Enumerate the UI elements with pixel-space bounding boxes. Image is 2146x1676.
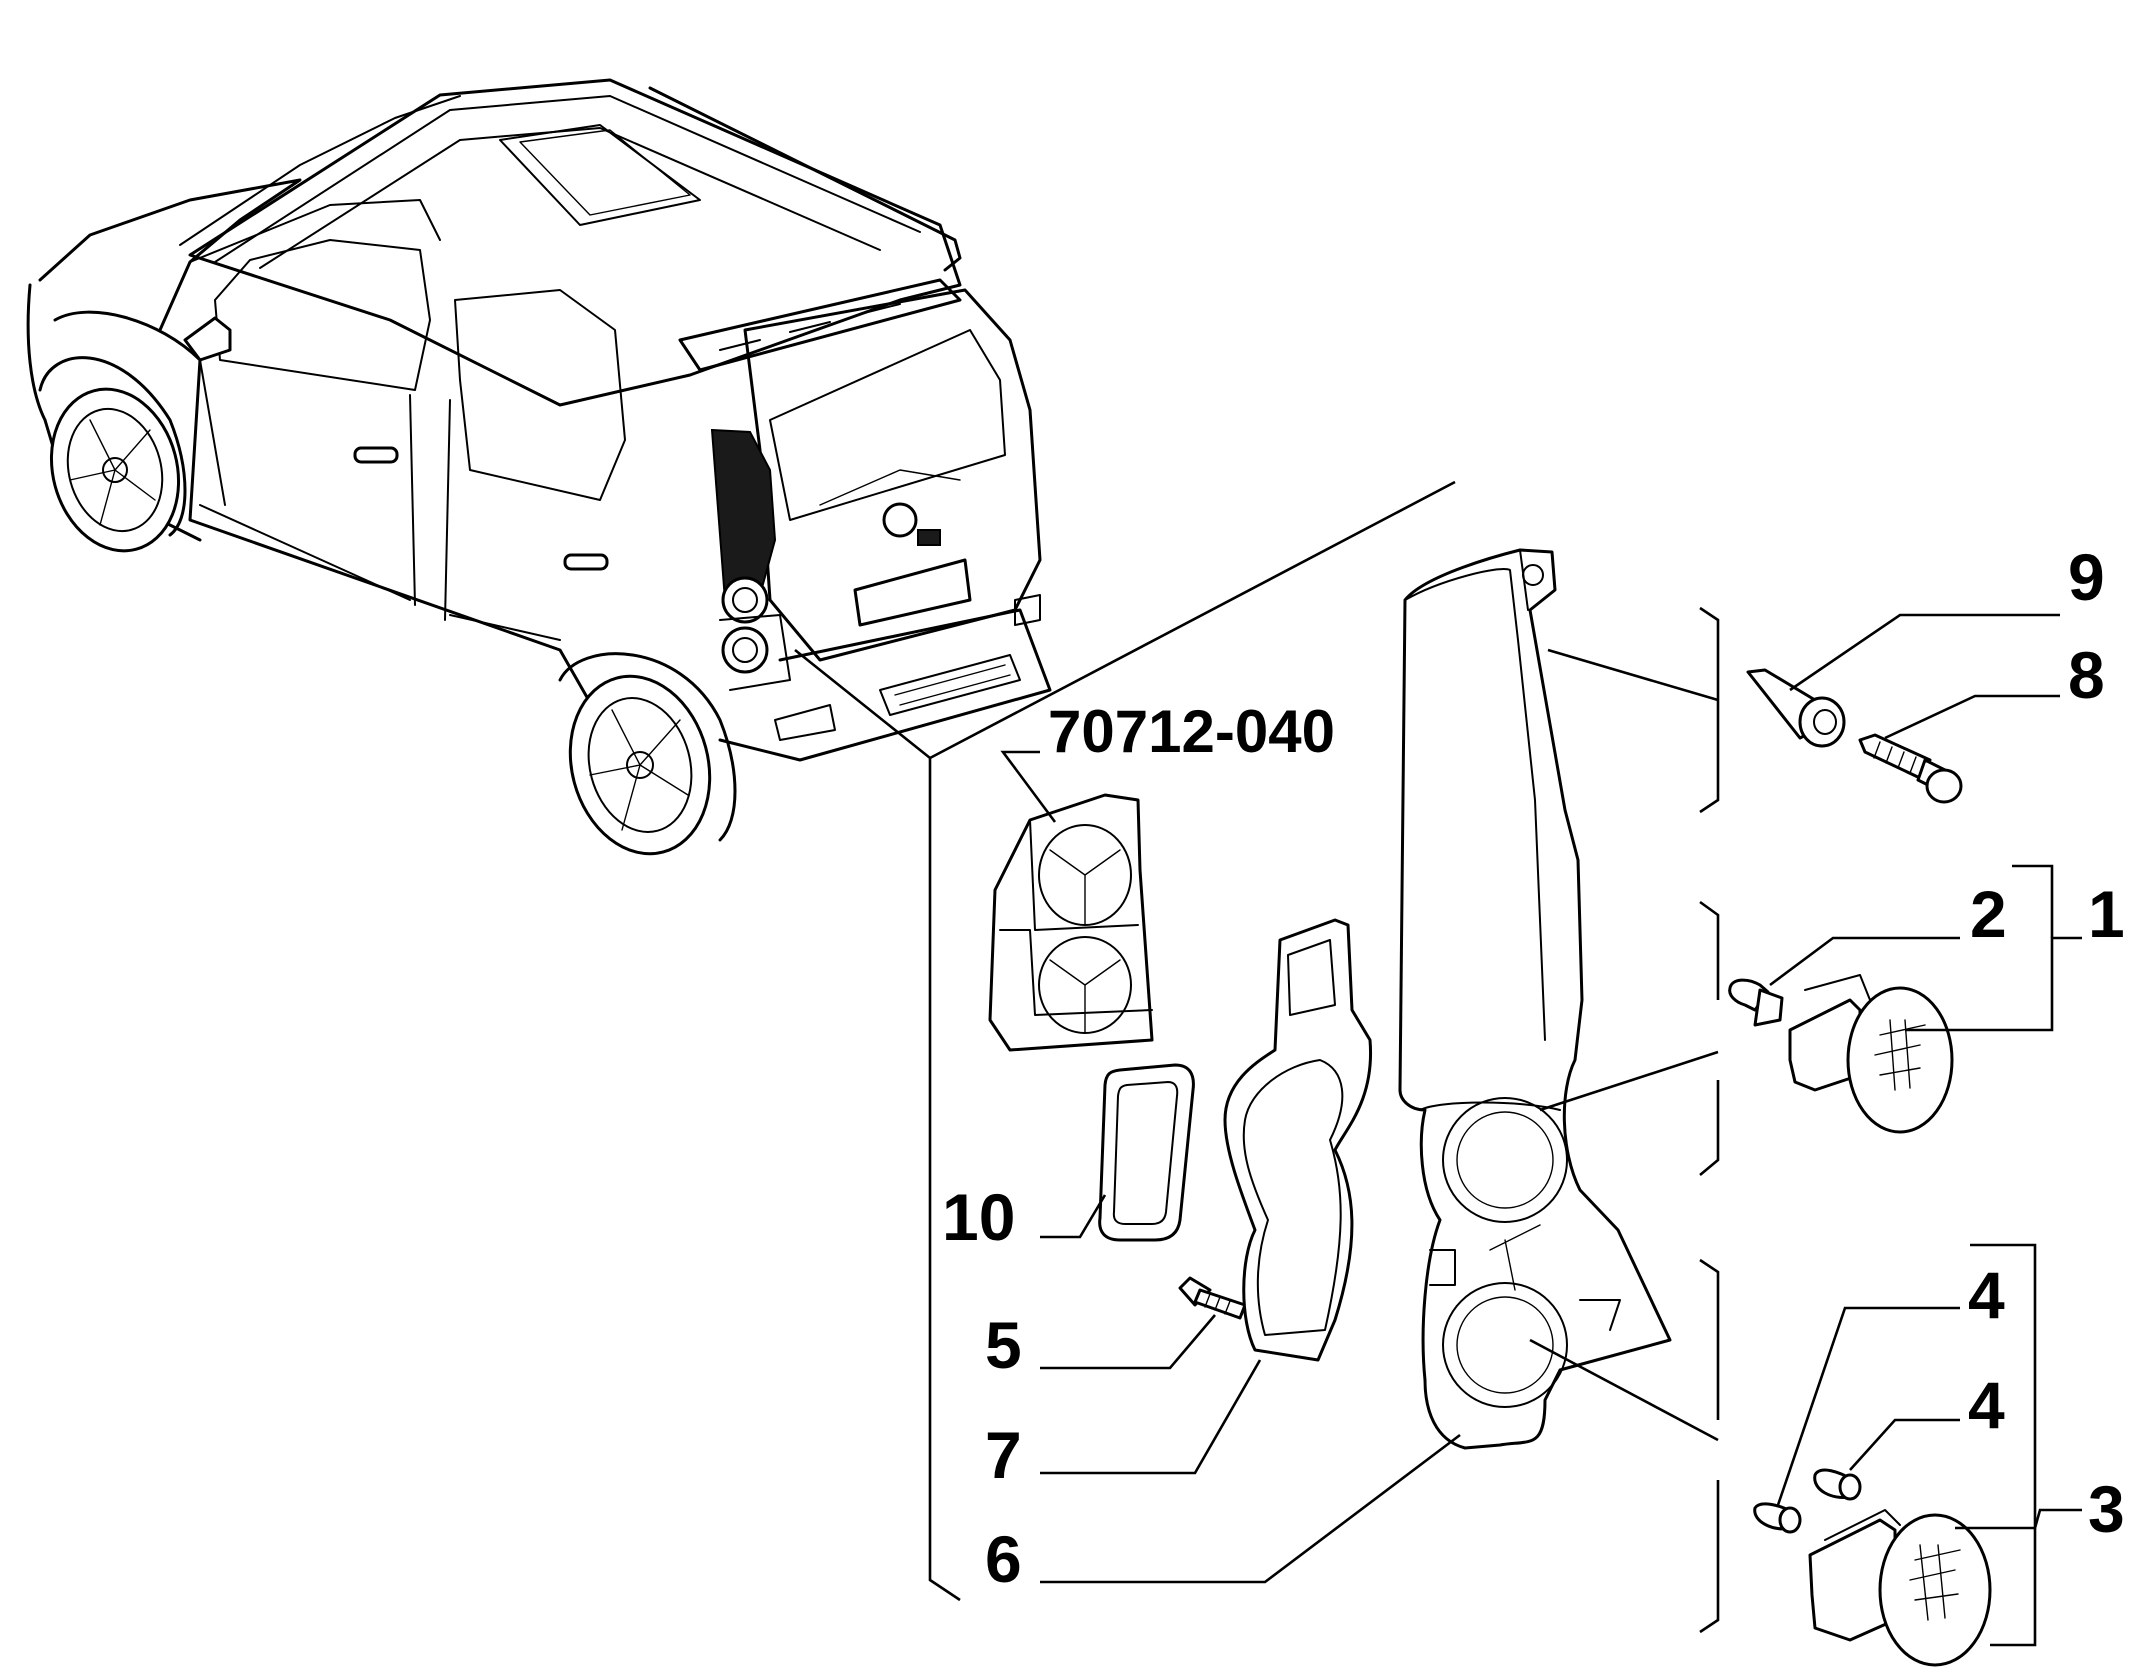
connector-bottom xyxy=(1529,1338,1719,1442)
part-3-lamp-unit xyxy=(1808,1509,1992,1667)
leader-4a xyxy=(1776,1306,1960,1506)
callout-6: 6 xyxy=(985,1522,1022,1596)
callout-5: 5 xyxy=(985,1308,1022,1382)
part-6-tail-light-housing xyxy=(1398,548,1672,1450)
leader-2 xyxy=(1769,936,1960,987)
leader-4b xyxy=(1849,1418,1960,1471)
callout-2: 2 xyxy=(1970,877,2007,951)
callout-10: 10 xyxy=(942,1180,1015,1254)
vehicle-tail-light xyxy=(710,428,791,691)
leader-9 xyxy=(1789,613,2060,692)
part-10-gasket xyxy=(1098,1063,1195,1242)
leader-3 xyxy=(1955,1508,2082,1530)
front-wheel xyxy=(38,356,187,553)
kit-illustration xyxy=(988,793,1154,1052)
part-8-screw xyxy=(1858,733,1963,804)
part-4-bulb-b xyxy=(1813,1468,1862,1501)
leader-1 xyxy=(1905,936,2082,1032)
part-4-bulb-a xyxy=(1753,1502,1802,1534)
callout-9: 9 xyxy=(2068,540,2105,614)
leader-6 xyxy=(1040,1433,1461,1584)
callout-7: 7 xyxy=(985,1418,1022,1492)
bracket-top xyxy=(1699,606,1720,814)
kit-leader xyxy=(1000,750,1057,823)
part-5-screw xyxy=(1178,1276,1247,1320)
reference-code: 70712-040 xyxy=(1048,698,1335,765)
leader-10 xyxy=(1040,1194,1107,1239)
vehicle-callout-leader xyxy=(794,480,1456,1602)
leader-7 xyxy=(1040,1359,1262,1475)
leader-5 xyxy=(1040,1314,1216,1370)
callout-1: 1 xyxy=(2088,877,2125,951)
bracket-bottom xyxy=(1699,1258,1720,1634)
callout-3: 3 xyxy=(2088,1472,2125,1546)
vehicle-illustration xyxy=(26,78,1052,856)
bracket-1 xyxy=(2012,864,2054,938)
callout-4a: 4 xyxy=(1968,1258,2005,1332)
part-1-lamp-unit xyxy=(1788,974,1954,1134)
bracket-mid xyxy=(1699,900,1720,1176)
connector-top xyxy=(1547,648,1719,702)
part-9-plug xyxy=(1746,668,1846,748)
connector-mid xyxy=(1539,1050,1719,1112)
leader-8 xyxy=(1884,694,2060,740)
bracket-3 xyxy=(1970,1243,2037,1647)
rear-wheel xyxy=(558,652,737,856)
part-2-bulb xyxy=(1728,978,1784,1027)
callout-4b: 4 xyxy=(1968,1368,2005,1442)
callout-8: 8 xyxy=(2068,638,2105,712)
part-7-seal xyxy=(1223,918,1373,1362)
